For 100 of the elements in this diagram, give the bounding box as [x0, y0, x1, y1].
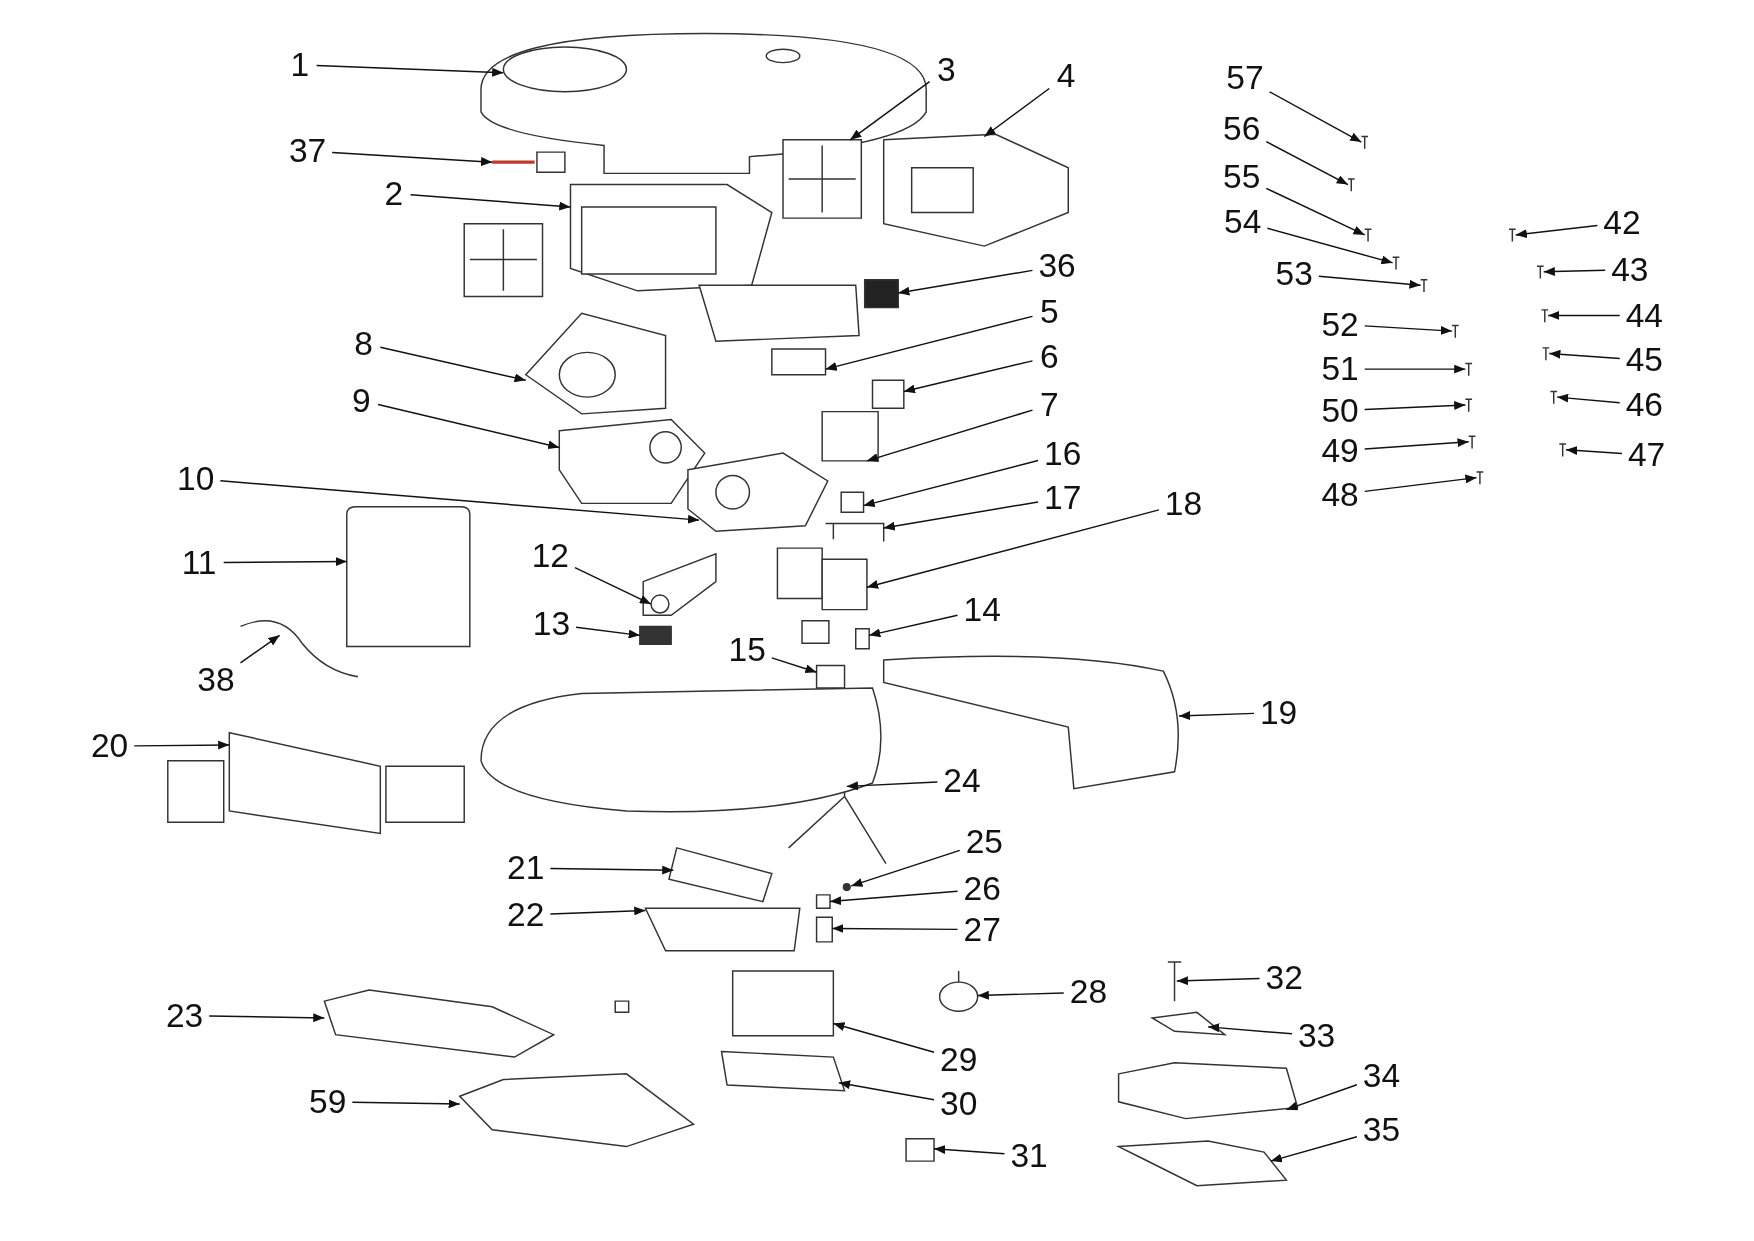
- leader-line: [1565, 446, 1623, 455]
- callout-number: 28: [1069, 975, 1108, 1009]
- callout-number: 12: [531, 539, 569, 573]
- filter: [782, 139, 863, 219]
- brush-holder: [815, 916, 833, 943]
- callout-number: 37: [288, 134, 327, 168]
- leader-line: [1363, 438, 1470, 450]
- leader-line: [379, 346, 527, 383]
- callout-number: 55: [1223, 159, 1261, 194]
- callout-number: 15: [728, 633, 766, 667]
- filter: [463, 223, 544, 298]
- screw: [1347, 178, 1356, 192]
- callout-number: 53: [1275, 257, 1313, 291]
- screw: [1541, 347, 1550, 361]
- leader-line: [1178, 711, 1255, 720]
- callout-number: 36: [1038, 249, 1076, 283]
- leader-line: [829, 890, 959, 906]
- screw: [1391, 256, 1401, 271]
- station-base: [1117, 1061, 1299, 1120]
- screw: [1419, 278, 1429, 293]
- leader-line: [933, 1145, 1006, 1155]
- screw: [1451, 324, 1460, 339]
- leader-line: [866, 509, 1160, 589]
- wire-connector: [492, 151, 566, 173]
- leader-line: [377, 403, 561, 450]
- callout-number: 25: [965, 825, 1004, 860]
- leader-line: [1268, 91, 1363, 143]
- connector-block: [639, 625, 672, 646]
- battery: [731, 970, 835, 1037]
- top-cover: [480, 32, 927, 175]
- leader-line: [1363, 364, 1467, 374]
- circuit-board: [815, 664, 846, 689]
- callout-number: 4: [1056, 59, 1076, 93]
- wheel-module: [558, 418, 706, 505]
- leader-line: [1270, 1136, 1358, 1163]
- callout-number: 22: [507, 898, 545, 932]
- screw: [1363, 228, 1373, 243]
- callout-number: 56: [1223, 111, 1261, 146]
- leader-line: [549, 865, 675, 875]
- leader-line: [846, 781, 939, 791]
- tank-housing: [882, 133, 1069, 247]
- screw: [1549, 390, 1558, 405]
- callout-number: 35: [1362, 1113, 1401, 1147]
- front-cover: [167, 731, 465, 835]
- sensor-module: [863, 278, 899, 309]
- leader-line: [351, 1099, 461, 1109]
- leader-line: [574, 566, 652, 605]
- callout-number: 33: [1297, 1019, 1336, 1053]
- callout-number: 7: [1039, 388, 1059, 422]
- connector-block: [801, 620, 830, 644]
- callout-number: 24: [943, 764, 981, 798]
- leader-line: [1548, 349, 1621, 360]
- leader-line: [824, 315, 1034, 371]
- callout-number: 9: [351, 383, 371, 418]
- leader-line: [1363, 474, 1478, 493]
- leader-line: [331, 151, 493, 166]
- callout-number: 43: [1611, 252, 1649, 287]
- callout-number: 57: [1226, 61, 1264, 96]
- callout-number: 34: [1362, 1059, 1401, 1093]
- screw: [1468, 435, 1477, 450]
- callout-number: 46: [1625, 388, 1663, 422]
- callout-number: 42: [1603, 205, 1641, 240]
- callout-number: 19: [1259, 695, 1298, 730]
- leader-line: [1285, 1084, 1358, 1111]
- screw: [1540, 309, 1549, 323]
- leader-line: [409, 194, 572, 211]
- leader-line: [1265, 187, 1366, 236]
- leader-line: [1265, 140, 1349, 186]
- leader-line: [771, 657, 818, 674]
- roller-brush: [668, 847, 773, 903]
- screw: [1508, 228, 1517, 243]
- spring-clip: [1150, 1011, 1228, 1036]
- leader-line: [1318, 275, 1422, 289]
- small-part: [905, 1138, 935, 1162]
- callout-number: 3: [937, 52, 956, 87]
- callout-number: 31: [1010, 1138, 1048, 1173]
- leader-line: [903, 360, 1034, 394]
- callout-number: 49: [1321, 434, 1359, 468]
- screw: [1558, 443, 1567, 458]
- leader-line: [1363, 325, 1453, 335]
- leader-line: [549, 906, 647, 916]
- sensor-housing: [776, 547, 868, 611]
- brush-motor: [642, 552, 717, 616]
- leader-line: [575, 626, 641, 639]
- screw: [1360, 135, 1369, 150]
- leader-line: [219, 480, 700, 524]
- leader-line: [832, 1022, 935, 1053]
- callout-number: 17: [1044, 481, 1082, 515]
- brush-guard: [644, 907, 801, 952]
- leader-line: [133, 740, 231, 750]
- robot-chassis: [480, 687, 882, 813]
- screw: [1464, 362, 1473, 377]
- circuit-board: [698, 284, 860, 342]
- screw: [1464, 398, 1473, 413]
- callout-number: 50: [1321, 393, 1359, 428]
- caster-wheel: [938, 970, 979, 1012]
- fan-assembly: [524, 312, 667, 415]
- small-motor: [871, 379, 905, 409]
- callout-number: 38: [197, 663, 235, 697]
- callout-number: 51: [1321, 352, 1359, 386]
